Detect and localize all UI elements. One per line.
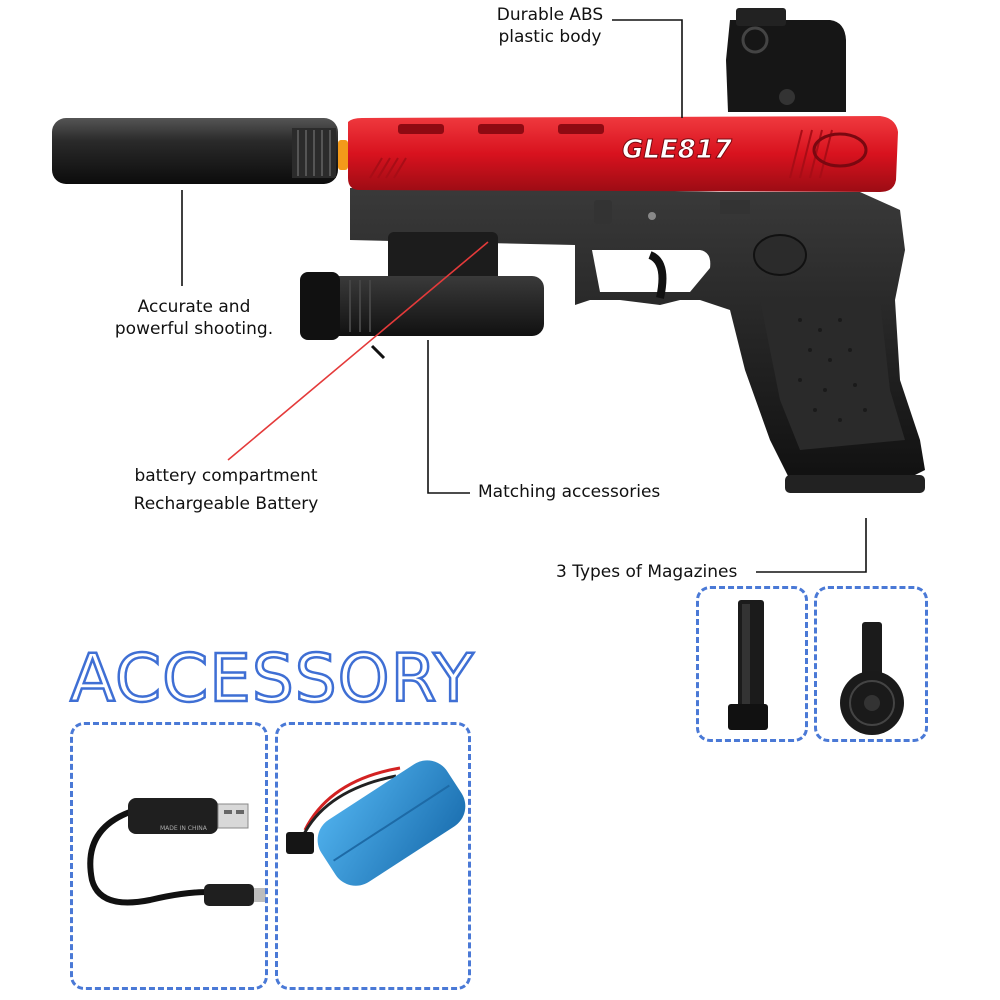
callout-durable-body-line2: plastic body xyxy=(498,27,602,47)
usb-charging-cable: MADE IN CHINA xyxy=(87,798,266,906)
leader-body xyxy=(612,19,683,118)
grip-texture xyxy=(760,300,905,450)
muzzle-tip xyxy=(338,140,348,170)
rechargeable-battery-pack xyxy=(286,760,466,886)
slide-brand-text: GLE817 xyxy=(622,135,733,165)
flashlight xyxy=(312,276,544,336)
callout-battery: battery compartment Rechargeable Battery xyxy=(126,462,326,518)
callout-shooting-line1: Accurate and xyxy=(137,297,251,317)
accessory-box-battery xyxy=(275,722,471,990)
trigger xyxy=(648,251,667,299)
callout-durable-body: Durable ABS plastic body xyxy=(490,4,610,48)
magazine-box-stick xyxy=(696,586,808,742)
callout-shooting-line2: powerful shooting. xyxy=(114,319,274,339)
slide-logo xyxy=(812,132,868,168)
callout-magazines: 3 Types of Magazines xyxy=(556,562,738,582)
laser-beam xyxy=(227,241,489,461)
toy-pistol: GLE817 xyxy=(52,8,925,493)
leader-magazines xyxy=(756,518,867,573)
callout-lines xyxy=(181,19,867,573)
magazine-base xyxy=(785,475,925,493)
accessory-box-usb-cable xyxy=(70,722,268,990)
stick-magazine xyxy=(728,600,768,730)
callout-durable-body-line1: Durable ABS xyxy=(496,5,604,25)
accessory-heading: ACCESSORY xyxy=(69,639,475,719)
magazine-box-drum xyxy=(814,586,928,742)
callout-battery-line2: Rechargeable Battery xyxy=(133,494,319,514)
callout-battery-line1: battery compartment xyxy=(134,466,318,486)
red-dot-sight xyxy=(726,20,846,112)
suppressor xyxy=(52,118,338,184)
rail-mount xyxy=(388,232,498,282)
drum-magazine xyxy=(840,622,904,735)
callout-matching-accessories: Matching accessories xyxy=(478,482,661,502)
pistol-slide xyxy=(348,116,898,192)
usb-cable-print: MADE IN CHINA xyxy=(160,825,208,832)
leader-accessories xyxy=(427,340,470,494)
mag-release xyxy=(753,234,807,276)
callout-shooting: Accurate and powerful shooting. xyxy=(104,296,284,340)
